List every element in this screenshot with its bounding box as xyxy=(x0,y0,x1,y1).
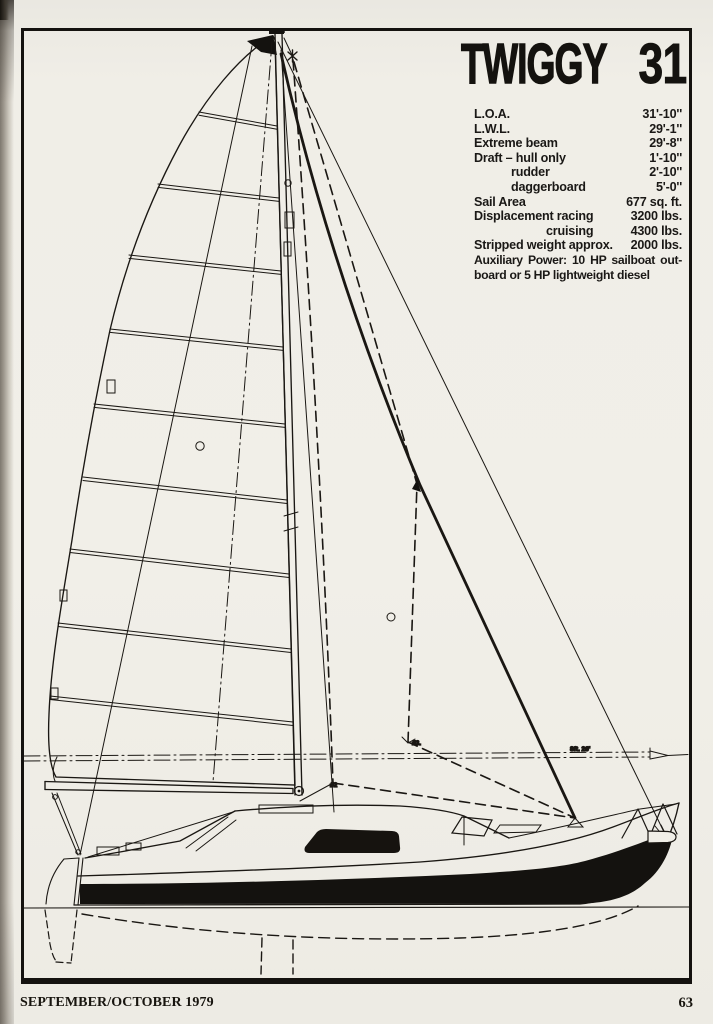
boat-title-name: TWIGGY xyxy=(461,32,608,96)
rudder-leading-edge xyxy=(44,909,58,963)
boom-end-caps xyxy=(44,780,294,795)
aux-power-line2: board or 5 HP lightweight diesel xyxy=(474,267,650,282)
spec-row-displacement-cruising: cruising 4300 lbs. xyxy=(546,223,682,238)
mainsail-headboard xyxy=(247,35,277,55)
boom xyxy=(44,756,294,856)
clew-outhaul xyxy=(52,756,58,782)
bow-beak-detail xyxy=(654,824,665,832)
gooseneck-fitting xyxy=(293,785,305,797)
batten-6 xyxy=(82,476,288,504)
boat-title-number: 31 xyxy=(638,32,687,96)
deck-structures xyxy=(84,803,678,859)
mast-spreader xyxy=(283,511,299,532)
cabin-window xyxy=(304,829,401,853)
jib3-leech xyxy=(293,61,418,743)
hull xyxy=(23,802,690,975)
drawing-frame-border-bottom xyxy=(21,979,692,984)
jib2-label: #2 xyxy=(330,782,338,789)
spec-row-draft-daggerboard: daggerboard 5'-0'' xyxy=(511,179,682,194)
winch-box-2 xyxy=(125,842,142,851)
winch-box xyxy=(96,846,120,856)
cap-shroud xyxy=(280,49,335,813)
jib-tack-fitting xyxy=(566,817,585,828)
beam-end-fitting xyxy=(649,747,689,760)
batten-4 xyxy=(109,328,284,351)
beam-line-upper xyxy=(23,751,651,757)
binding-gutter-shadow-top xyxy=(0,0,9,20)
rigging xyxy=(79,41,665,856)
mast-front-line xyxy=(274,33,296,796)
spec-row-draft-hull: Draft – hull only 1'-10'' xyxy=(474,150,682,165)
beam-line-lower xyxy=(23,756,651,762)
spec-row-beam: Extreme beam 29'-8'' xyxy=(474,136,682,151)
gooseneck-pin xyxy=(297,789,301,793)
beam-lines xyxy=(23,747,689,762)
rudder-head xyxy=(45,857,80,905)
waterline xyxy=(23,906,690,909)
jib-luff-heavy xyxy=(279,52,577,820)
mainsail-outline xyxy=(47,35,296,786)
mainsheet-block-upper xyxy=(52,794,58,800)
mast-fitting-1 xyxy=(284,211,295,229)
backstay xyxy=(79,45,253,856)
masthead-crane xyxy=(269,28,284,34)
batten-5 xyxy=(93,403,286,428)
batten-patch-2 xyxy=(59,589,68,602)
mainsail-battens xyxy=(49,111,294,726)
beam-dim-label: 8ft. 26' xyxy=(570,746,591,753)
batten-9 xyxy=(49,695,294,726)
mainsail-cringle xyxy=(195,441,205,451)
rudder-tip xyxy=(55,961,72,964)
mainsheet-tackle xyxy=(51,792,82,856)
rudder-trailing-edge xyxy=(70,909,78,964)
underwater-rocker-dashed xyxy=(81,905,639,940)
jib3-clew-fitting xyxy=(401,736,416,744)
halyard-crane-line xyxy=(283,37,293,56)
foredeck-hatch xyxy=(492,824,542,834)
jib-cringle xyxy=(386,612,396,622)
batten-2 xyxy=(157,183,280,202)
batten-1 xyxy=(198,111,278,130)
aux-power-line1: Auxiliary Power: 10 HP sailboat out- xyxy=(474,252,682,267)
boom-bar xyxy=(44,780,294,795)
tiller xyxy=(87,811,234,858)
spec-row-stripped-weight: Stripped weight approx. 2000 lbs. xyxy=(474,238,682,253)
cockpit-seat-lines xyxy=(185,816,237,852)
rudder-blade-dashed xyxy=(44,909,78,964)
footer-issue-date: SEPTEMBER/OCTOBER 1979 xyxy=(20,995,214,1010)
spec-row-sail-area: Sail Area 677 sq. ft. xyxy=(474,194,682,209)
mainsail xyxy=(47,35,296,786)
mast-halyard-exit xyxy=(284,179,292,187)
transom xyxy=(73,857,84,906)
batten-7 xyxy=(69,548,290,578)
spec-row-loa: L.O.A. 31'-10'' xyxy=(474,107,682,121)
jib3-label: #3. xyxy=(412,740,421,747)
jib3-head-mark xyxy=(412,480,421,492)
jib2-leech xyxy=(292,59,334,784)
cabin-top xyxy=(234,804,510,839)
sheer-line xyxy=(77,802,680,877)
footer-page-number: 63 xyxy=(678,995,694,1011)
mast-aft-line xyxy=(281,33,303,796)
spec-row-displacement-racing: Displacement racing 3200 lbs. xyxy=(474,209,682,224)
forward-window xyxy=(450,816,493,837)
daggerboard-dashed xyxy=(260,937,294,975)
spec-table: L.O.A. 31'-10'' L.W.L. 29'-1'' Extreme b… xyxy=(474,107,682,282)
jib2-foot xyxy=(332,782,576,819)
spec-row-draft-rudder: rudder 2'-10'' xyxy=(511,165,682,180)
jib-sheet xyxy=(299,782,334,802)
batten-patch-1 xyxy=(106,379,116,394)
spec-row-lwl: L.W.L. 29'-1'' xyxy=(474,121,682,136)
mast-fitting-2 xyxy=(283,241,292,257)
bow-beak xyxy=(647,830,677,844)
binding-gutter-shade xyxy=(0,0,14,1024)
mast xyxy=(258,28,314,814)
jib3-foot xyxy=(407,741,576,819)
mainsail-topping-lift xyxy=(212,41,273,783)
antifouling-band xyxy=(80,835,673,904)
forestay xyxy=(277,41,665,833)
batten-8 xyxy=(57,622,292,653)
batten-patch-3 xyxy=(50,687,59,700)
